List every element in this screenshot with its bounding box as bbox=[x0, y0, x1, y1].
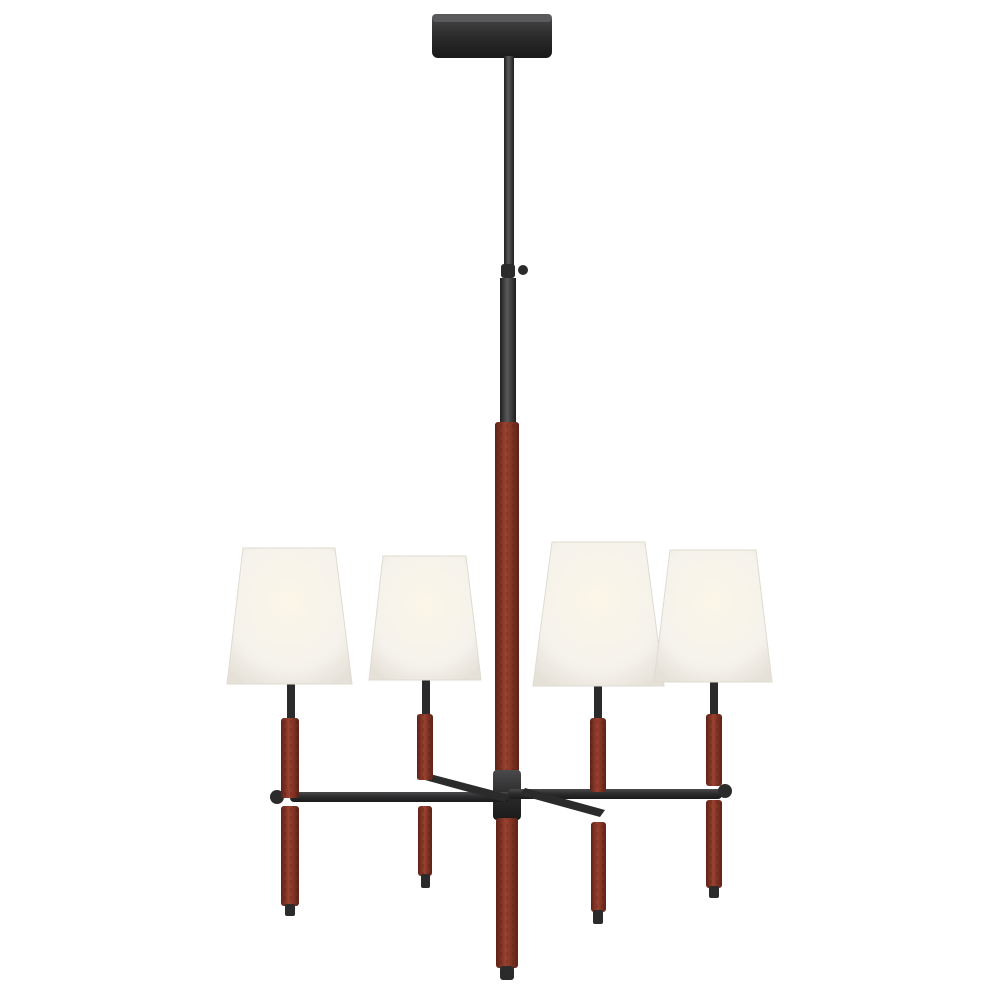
center-stem bbox=[500, 56, 528, 424]
lamp-far-left bbox=[226, 547, 353, 916]
lamp-far-right bbox=[653, 549, 773, 898]
lamp-inner-left bbox=[368, 555, 482, 888]
center-leather-column bbox=[493, 422, 521, 980]
ceiling-canopy bbox=[432, 14, 552, 58]
lamp-inner-right bbox=[532, 541, 665, 924]
chandelier-arms bbox=[270, 774, 732, 817]
